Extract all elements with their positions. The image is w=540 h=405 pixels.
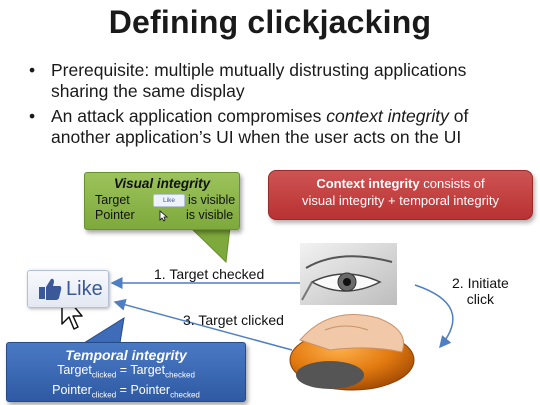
context-integrity-bold: Context integrity bbox=[316, 176, 420, 191]
visual-integrity-title: Visual integrity bbox=[113, 176, 211, 191]
bullet-text: Prerequisite: multiple mutually distrust… bbox=[51, 60, 467, 101]
bullet-text-post: of another application’s UI when the use… bbox=[51, 106, 469, 147]
step-target-checked: 1. Target checked bbox=[154, 266, 265, 282]
temporal-integrity-target-eq: Targetclicked = Targetchecked bbox=[57, 363, 195, 380]
temporal-integrity-title: Temporal integrity bbox=[65, 347, 187, 363]
bullet-list: • Prerequisite: multiple mutually distru… bbox=[26, 60, 526, 152]
pointer-label: Pointer bbox=[95, 208, 135, 222]
bullet-dot: • bbox=[29, 106, 36, 126]
eye-image bbox=[300, 243, 397, 305]
context-integrity-line2: visual integrity + temporal integrity bbox=[302, 193, 499, 208]
like-button-label: Like bbox=[66, 278, 103, 300]
mouse-image bbox=[289, 314, 415, 391]
step-target-clicked: 3. Target clicked bbox=[183, 312, 284, 328]
arrow-initiate-click bbox=[414, 284, 454, 349]
bullet-dot: • bbox=[29, 60, 36, 80]
bullet-item: • Prerequisite: multiple mutually distru… bbox=[26, 60, 526, 102]
temporal-integrity-box: Temporal integrity Targetclicked = Targe… bbox=[6, 342, 246, 402]
mini-like-icon: Like bbox=[153, 194, 185, 208]
target-value: is visible bbox=[188, 193, 236, 207]
temporal-integrity-pointer-eq: Pointerclicked = Pointerchecked bbox=[52, 382, 200, 400]
thumbs-up-icon bbox=[39, 278, 62, 300]
temporal-integrity-tail bbox=[82, 316, 125, 344]
mini-cursor-icon bbox=[153, 208, 186, 222]
slide-title: Defining clickjacking bbox=[108, 4, 432, 40]
context-integrity-line1: Context integrity consists of bbox=[316, 176, 485, 191]
bullet-item: • An attack application compromises cont… bbox=[26, 106, 526, 148]
bullet-text-pre: An attack application compromises bbox=[51, 106, 327, 126]
target-label: Target bbox=[95, 193, 130, 207]
arrow-target-clicked bbox=[113, 298, 293, 351]
bullet-text-emphasis: context integrity bbox=[326, 106, 449, 126]
visual-integrity-pointer-row: Pointer is visible bbox=[95, 208, 233, 222]
like-button[interactable]: Like bbox=[27, 270, 109, 308]
context-integrity-box: Context integrity consists of visual int… bbox=[268, 170, 533, 220]
pointer-value: is visible bbox=[186, 208, 234, 222]
visual-integrity-tail bbox=[188, 226, 231, 264]
step-initiate-click: 2. Initiate click bbox=[452, 275, 509, 307]
